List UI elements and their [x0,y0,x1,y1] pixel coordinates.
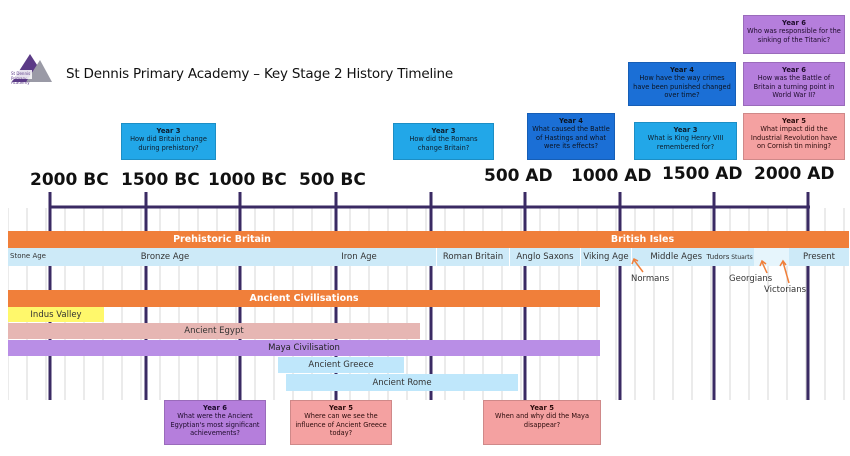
axis-label-1500ad: 1500 AD [662,164,743,184]
school-logo-text: St Dennis Primary Academy [11,71,31,85]
band-ancient-greece: Ancient Greece [278,357,404,373]
page-title: St Dennis Primary Academy – Key Stage 2 … [66,66,454,82]
axis-label-2000ad: 2000 AD [754,164,835,184]
school-logo [10,52,52,84]
band-roman-britain: Roman Britain [437,248,509,266]
band-ancient-egypt: Ancient Egypt [8,323,420,339]
band-stone-age: Stone Age [8,248,48,266]
band-middle-ages: Middle Ages [632,248,706,266]
band-indus-valley: Indus Valley [8,307,104,322]
band-viking-age: Viking Age [581,248,631,266]
band-british-isles: British Isles [436,231,849,248]
axis-label-1000ad: 1000 AD [571,166,652,186]
band-maya-civilisation: Maya Civilisation [8,340,600,356]
annotation-victorians: Victorians [764,285,807,295]
annotation-normans: Normans [631,274,670,284]
axis-label-500ad: 500 AD [484,166,553,186]
band-ancient-civilisations: Ancient Civilisations [8,290,600,307]
band-iron-age: Iron Age [282,248,436,266]
band-prehistoric-britain: Prehistoric Britain [8,231,436,248]
band-ancient-rome: Ancient Rome [286,374,518,391]
annotation-georgians: Georgians [729,274,773,284]
band-bronze-age: Bronze Age [48,248,282,266]
axis-label-1000bc: 1000 BC [208,170,287,190]
axis-label-2000bc: 2000 BC [30,170,109,190]
band-present: Present [789,248,849,266]
axis-label-1500bc: 1500 BC [121,170,200,190]
band-tudors: Tudors [706,248,730,266]
band-anglo-saxons: Anglo Saxons [510,248,580,266]
axis-label-500bc: 500 BC [299,170,366,190]
band-stuarts: Stuarts [730,248,754,266]
